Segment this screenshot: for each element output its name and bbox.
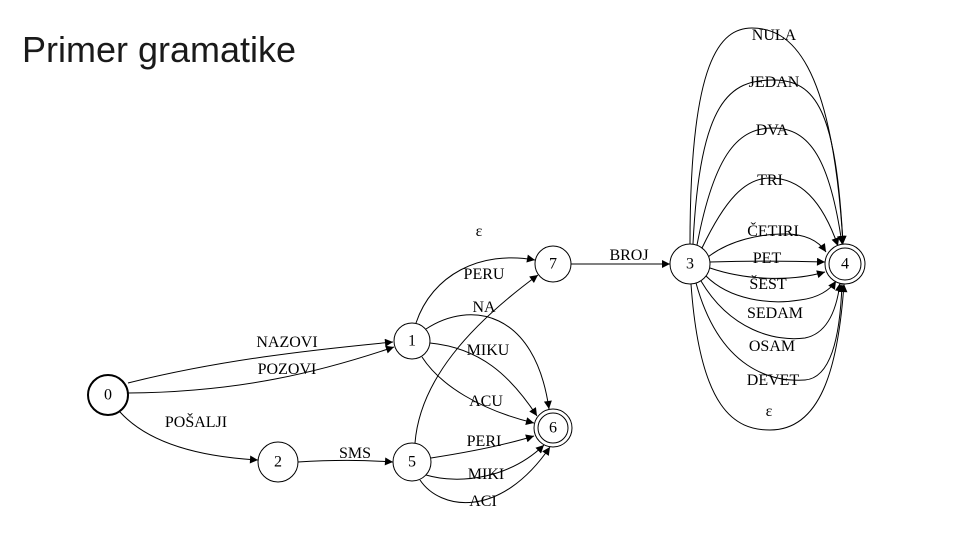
- edge-labels-layer: NAZOVIPOZOVIPOŠALJIεPERUMIKUACUSMSNAPERI…: [165, 27, 803, 510]
- transition-label: PERI: [467, 433, 502, 450]
- transition-edge-1-6: [421, 356, 535, 426]
- transition-label: BROJ: [609, 247, 648, 264]
- transition-label: POZOVI: [258, 361, 317, 378]
- state-node-2: 2: [257, 441, 299, 483]
- transition-label: JEDAN: [749, 74, 800, 91]
- transition-label: PERU: [464, 266, 505, 283]
- transition-label: DEVET: [747, 372, 800, 389]
- transition-label: NULA: [752, 27, 797, 44]
- transition-edge-3-4: [700, 280, 843, 340]
- transition-label: POŠALJI: [165, 412, 227, 431]
- transition-label: TRI: [757, 172, 783, 189]
- state-label: 6: [549, 420, 557, 437]
- state-circle: [87, 374, 129, 416]
- transition-label: ŠEST: [749, 274, 787, 293]
- transition-edge-2-5: [297, 457, 394, 466]
- accepting-state-inner-circle: [537, 412, 569, 444]
- state-label: 7: [549, 256, 557, 273]
- state-node-4-final: 4: [824, 243, 866, 285]
- edges-layer: [119, 27, 848, 504]
- transition-edge-0-1: [127, 338, 394, 384]
- state-label: 5: [408, 454, 416, 471]
- state-circle: [534, 245, 572, 283]
- transition-edge-3-4: [696, 127, 845, 246]
- slide-title: Primer gramatike: [22, 29, 297, 70]
- transition-label: NA: [472, 299, 496, 316]
- transition-label: ε: [476, 223, 483, 240]
- state-circle: [393, 322, 431, 360]
- transition-label: OSAM: [749, 338, 795, 355]
- transition-edge-3-4: [709, 267, 826, 279]
- transition-edge-5-6: [425, 444, 545, 480]
- transition-edge-3-4: [695, 282, 846, 381]
- transition-edge-0-2: [119, 411, 259, 464]
- transition-edge-3-4: [692, 79, 847, 245]
- state-node-1: 1: [393, 322, 431, 360]
- state-label: 4: [841, 256, 849, 273]
- transition-edge-1-6: [429, 342, 538, 417]
- transition-label: SEDAM: [747, 305, 803, 322]
- transition-label: PET: [753, 250, 782, 267]
- transition-label: SMS: [339, 445, 371, 462]
- state-node-0-start: 0: [87, 374, 129, 416]
- transition-edge-3-4: [705, 275, 837, 303]
- transition-edge-5-6: [430, 434, 535, 459]
- transition-label: DVA: [756, 122, 789, 139]
- transition-edge-3-4: [709, 257, 826, 266]
- transition-label: ACU: [469, 393, 503, 410]
- transition-label: ČETIRI: [747, 221, 799, 240]
- transition-edge-3-4: [690, 283, 848, 431]
- transition-label: NAZOVI: [256, 334, 317, 351]
- transition-edge-3-4: [689, 27, 847, 245]
- transition-edge-1-6: [425, 314, 552, 410]
- nodes-layer: 0 1 2 5 6 7 3 4: [87, 243, 866, 483]
- state-label: 3: [686, 256, 694, 273]
- transition-edge-5-6: [419, 446, 551, 504]
- transition-edge-1-7: [415, 254, 536, 324]
- state-circle: [257, 441, 299, 483]
- state-node-7: 7: [534, 245, 572, 283]
- accepting-state-inner-circle: [828, 247, 862, 281]
- transition-label: MIKU: [467, 342, 510, 359]
- transition-label: ε: [766, 403, 773, 420]
- transition-edge-3-4: [701, 177, 840, 249]
- transition-edge-3-4: [707, 233, 827, 258]
- state-label: 1: [408, 333, 416, 350]
- state-label: 0: [104, 387, 112, 404]
- transition-edge-0-1: [127, 345, 395, 394]
- transition-label: MIKI: [468, 466, 504, 483]
- state-node-5: 5: [392, 442, 432, 482]
- transition-edge-5-7: [414, 274, 539, 444]
- state-node-3: 3: [669, 243, 711, 285]
- state-circle: [392, 442, 432, 482]
- transition-label: ACI: [469, 493, 497, 510]
- state-circle: [669, 243, 711, 285]
- state-node-6-final: 6: [533, 408, 573, 448]
- state-label: 2: [274, 454, 282, 471]
